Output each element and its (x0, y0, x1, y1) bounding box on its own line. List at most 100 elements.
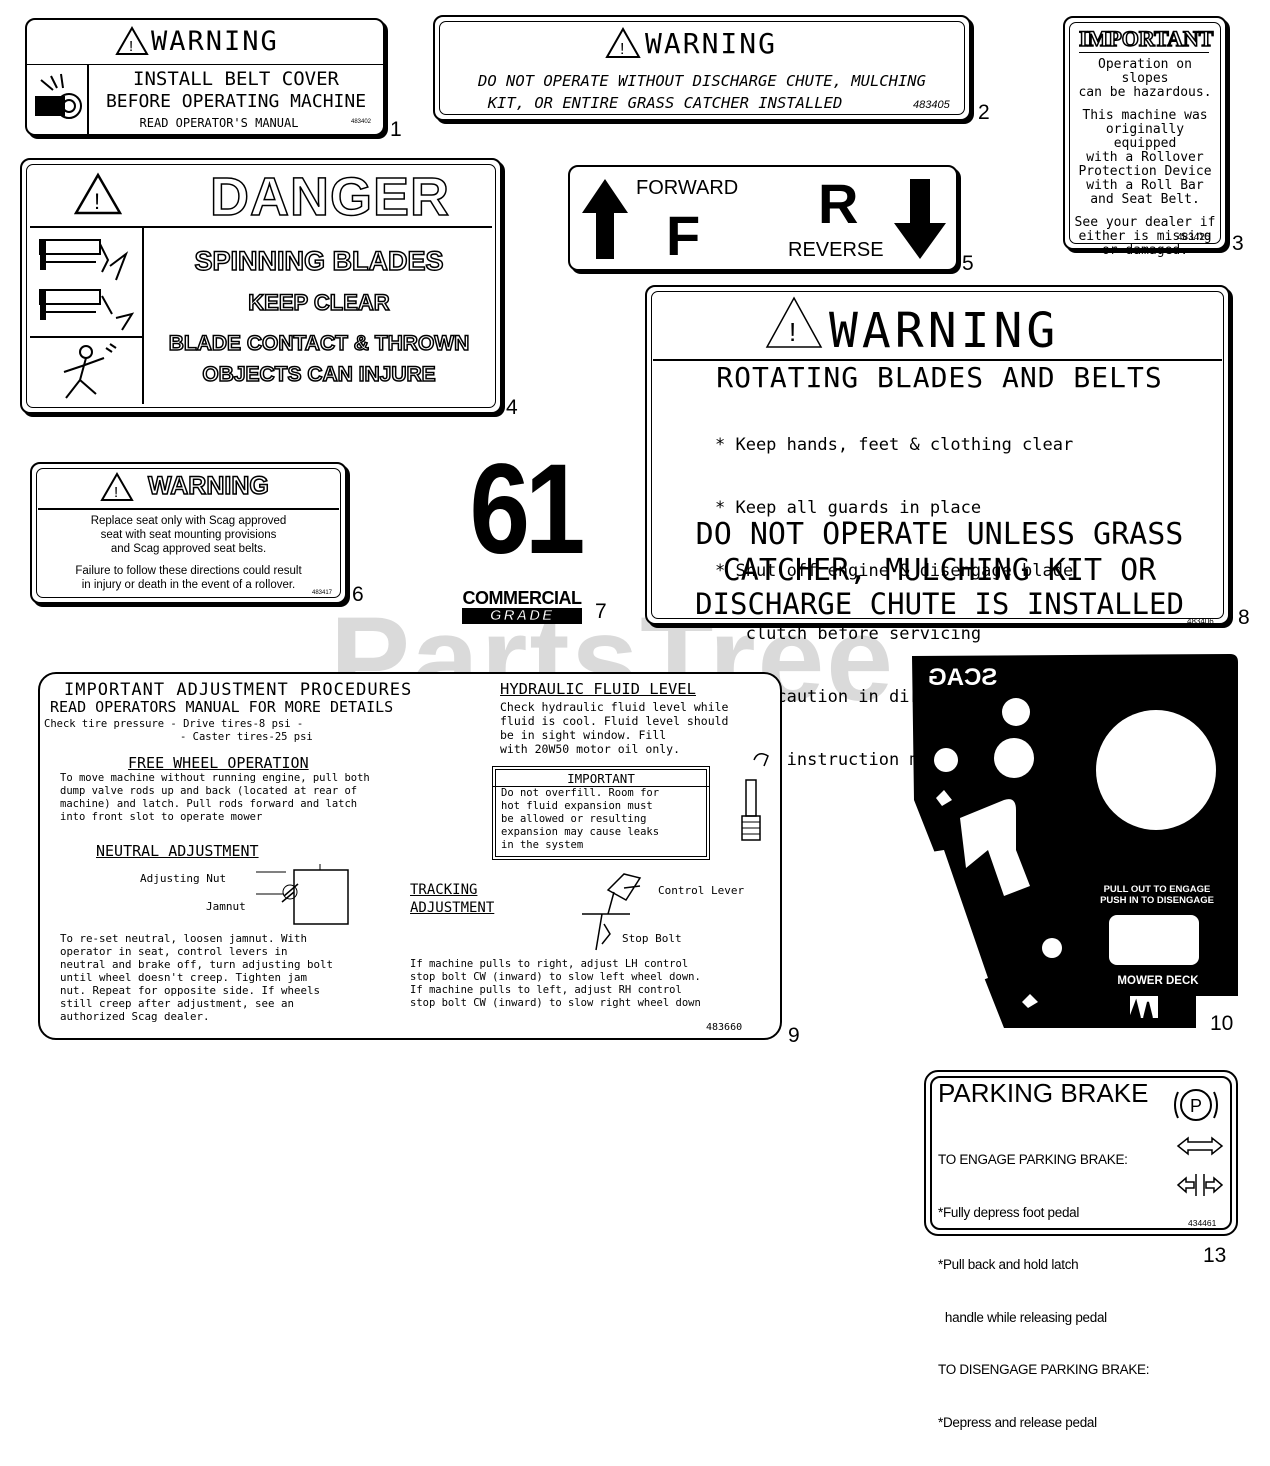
decal8-bullet: clutch before servicing (715, 624, 982, 644)
decal-discharge-chute-warning: ! WARNING DO NOT OPERATE WITHOUT DISCHAR… (433, 15, 971, 121)
decal6-part: 483417 (312, 590, 333, 596)
decal9-free-title: FREE WHEEL OPERATION (128, 754, 309, 772)
decal9-tire2: - Caster tires-25 psi (180, 731, 313, 743)
decal2-part: 483405 (913, 99, 950, 111)
decal6-title: WARNING (147, 471, 269, 501)
decal3-line: or damaged. (1101, 243, 1189, 258)
decal3-line: originally equipped (1105, 122, 1185, 151)
decal4-title: DANGER (209, 166, 451, 228)
svg-text:!: ! (114, 484, 118, 501)
decal3-line: with a Roll Bar (1086, 178, 1204, 193)
decal13-line: *Depress and release pedal (938, 1414, 1097, 1430)
decal5-forward-letter: F (666, 204, 701, 267)
decal9-stop-bolt: Stop Bolt (622, 932, 682, 945)
decal2-line2: KIT, OR ENTIRE GRASS CATCHER INSTALLED (487, 94, 843, 112)
decal9-tire1: Check tire pressure - Drive tires-8 psi … (44, 718, 304, 730)
decal13-line: TO ENGAGE PARKING BRAKE: (938, 1152, 1128, 1167)
decal8-heading: ROTATING BLADES AND BELTS (716, 361, 1163, 394)
decal6-body: Replace seat only with Scag approved sea… (38, 514, 339, 592)
decal9-neutral-body: To re-set neutral, loosen jamnut. With o… (60, 932, 333, 1023)
decal13-line: *Pull back and hold latch (938, 1257, 1079, 1272)
decal9-free-line: To move machine without running engine, … (60, 772, 370, 784)
decal13-line: handle while releasing pedal (938, 1309, 1107, 1325)
svg-text:!: ! (94, 189, 100, 214)
decal9-track-body: If machine pulls to right, adjust LH con… (410, 958, 701, 1010)
decal-parking-brake: PARKING BRAKE P TO ENGAGE PARKING BRAKE:… (924, 1070, 1238, 1430)
decal9-neutral-line: nut. Repeat for opposite side. If wheels (60, 984, 321, 997)
decal1-part: 483402 (351, 119, 372, 125)
svg-text:P: P (1190, 1096, 1202, 1116)
callout-8: 8 (1238, 606, 1250, 629)
decal9-hyd-line: with 20W50 motor oil only. (500, 742, 681, 756)
decal9-part: 483660 (706, 1022, 743, 1033)
decal10-pull-line2: PUSH IN TO DISENGAGE (1100, 895, 1214, 906)
decal3-line: with a Rollover (1086, 150, 1204, 165)
decal9-imp-line: be allowed or resulting (501, 813, 647, 825)
decal9-neutral-line: To re-set neutral, loosen jamnut. With (60, 932, 308, 945)
callout-1: 1 (390, 118, 402, 141)
decal13-line: TO DISENGAGE PARKING BRAKE: (938, 1362, 1150, 1377)
svg-text:!: ! (789, 317, 796, 347)
decal10-pull-line1: PULL OUT TO ENGAGE (1103, 884, 1211, 895)
decal9-neutral-line: operator in seat, control levers in (60, 945, 288, 958)
decal9-control-lever: Control Lever (658, 884, 745, 897)
warning-icon: ! (605, 26, 641, 64)
inward-arrows-icon (1176, 1170, 1224, 1205)
decal7-number: 61 (469, 438, 585, 581)
decal9-track-line: If machine pulls to left, adjust RH cont… (410, 984, 682, 996)
decal-forward-reverse: FORWARD F R REVERSE (568, 165, 958, 271)
decal-danger-spinning-blades: ! DANGER SPINNING BLADES KEEP CLEAR BLAD… (20, 158, 502, 414)
decal8-bullet: * Shut off engine & disengage blade (715, 561, 1074, 581)
danger-warning-icon: ! (73, 172, 123, 221)
decal3-line: and Seat Belt. (1090, 192, 1200, 207)
decal9-hyd-line: Check hydraulic fluid level while (500, 700, 729, 714)
decal9-imp-line: Do not overfill. Room for (501, 787, 660, 799)
decal9-track-line: stop bolt CW (inward) to slow right whee… (410, 997, 701, 1009)
callout-2: 2 (978, 101, 990, 124)
decal8-bullet: * Keep all guards in place (715, 498, 982, 518)
decal9-neutral-line: authorized Scag dealer. (60, 1010, 210, 1023)
decal8-bullet: * Keep hands, feet & clothing clear (715, 435, 1074, 455)
decal1-title: WARNING (151, 26, 279, 57)
decal7-line2: GRADE (489, 607, 555, 625)
neutral-adjust-diagram-icon (254, 862, 354, 937)
decal9-title: IMPORTANT ADJUSTMENT PROCEDURES (64, 680, 413, 700)
decal7-line1: COMMERCIAL (462, 588, 583, 608)
thrown-object-icon (46, 342, 126, 407)
decal9-imp-body: Do not overfill. Room for hot fluid expa… (501, 787, 659, 852)
decal3-line: See your dealer if (1074, 215, 1216, 230)
decal1-line2: BEFORE OPERATING MACHINE (105, 91, 367, 112)
warning-icon: ! (115, 25, 149, 61)
decal9-neutral-line: neutral and brake off, turn adjusting bo… (60, 958, 334, 971)
arrow-down-icon (892, 177, 948, 266)
decal3-line: Protection Device (1078, 164, 1212, 179)
warning-icon: ! (100, 471, 134, 507)
control-lever-diagram-icon (580, 870, 660, 959)
decal9-free-line: dump valve rods up and back (located at … (60, 785, 358, 797)
callout-4: 4 (506, 396, 518, 419)
decal3-title: IMPORTANT (1078, 25, 1214, 53)
decal4-line3: BLADE CONTACT & THROWN (168, 331, 470, 356)
hand-blade-icon (36, 234, 136, 289)
decal9-free-line: machine) and latch. Pull rods forward an… (60, 798, 358, 810)
decal9-imp-line: hot fluid expansion must (501, 800, 653, 812)
decal8-big2: CATCHER, MULCHING KIT OR (722, 553, 1157, 588)
decal-scag-control-panel: SCAG PULL OUT TO ENGAGE PUSH IN TO DISEN… (904, 650, 1240, 1030)
decal9-imp-title: IMPORTANT (493, 771, 709, 787)
warning-icon: ! (765, 295, 823, 354)
callout-13: 13 (1203, 1244, 1227, 1267)
decal-important-rops: IMPORTANT Operation on slopes can be haz… (1063, 16, 1227, 258)
decal2-title: WARNING (645, 27, 778, 60)
decal13-part: 434461 (1188, 1218, 1217, 1228)
decal6-line: and Scag approved seat belts. (110, 543, 267, 555)
decal3-body: Operation on slopes can be hazardous. Th… (1071, 58, 1219, 258)
decal8-big3: DISCHARGE CHUTE IS INSTALLED (695, 587, 1184, 621)
decal9-jamnut: Jamnut (206, 900, 246, 913)
callout-10: 10 (1210, 1012, 1234, 1035)
dipstick-icon (734, 750, 774, 855)
decal13-title: PARKING BRAKE (938, 1078, 1149, 1108)
decal9-adj-nut: Adjusting Nut (140, 872, 227, 885)
arrow-up-icon (580, 177, 630, 266)
decal-seat-warning: ! WARNING Replace seat only with Scag ap… (30, 462, 347, 604)
svg-text:!: ! (620, 41, 624, 58)
